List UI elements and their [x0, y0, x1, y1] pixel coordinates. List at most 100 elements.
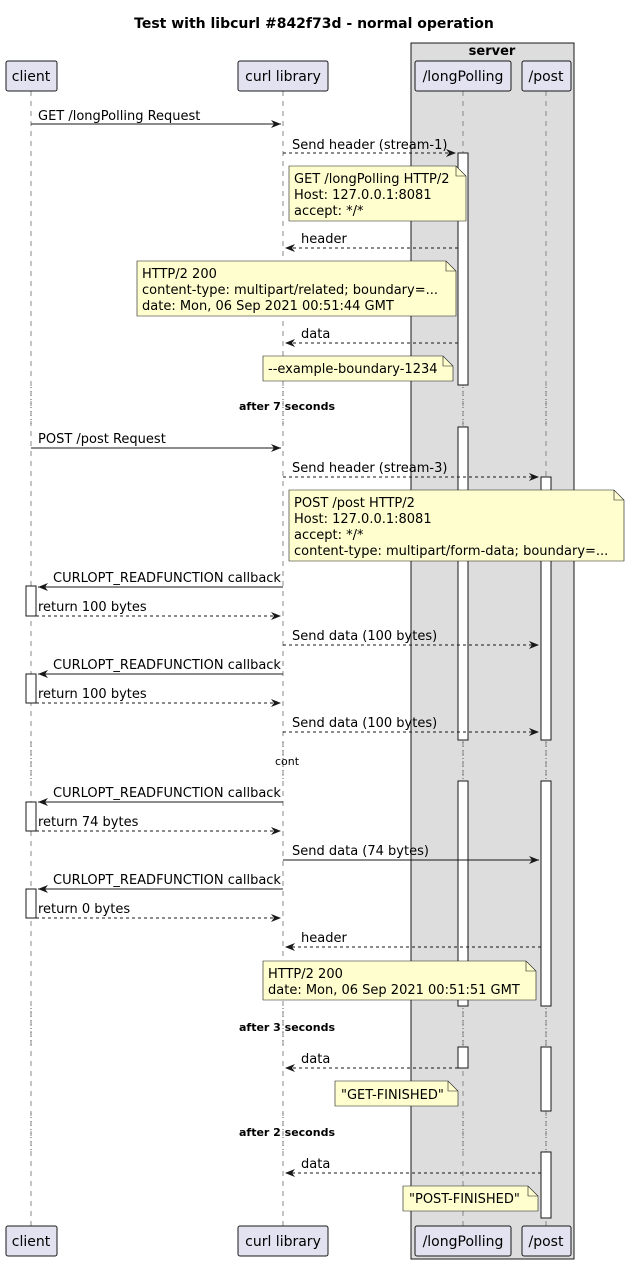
svg-text:POST /post Request: POST /post Request [38, 432, 166, 447]
server-box-title: server [469, 44, 516, 59]
delay-label-after-2-seconds: after 2 seconds [239, 1126, 335, 1139]
delay-2: cont [30, 742, 547, 780]
svg-text:CURLOPT_READFUNCTION callback: CURLOPT_READFUNCTION callback [53, 571, 281, 586]
message-send-data-74-bytes: Send data (74 bytes) [283, 844, 539, 864]
message-readfunction-callback-3: CURLOPT_READFUNCTION callback [38, 786, 283, 806]
svg-text:"POST-FINISHED": "POST-FINISHED" [409, 1192, 520, 1207]
note-post-request: POST /post HTTP/2 Host: 127.0.0.1:8081 a… [288, 489, 625, 562]
message-data-response-1: data [285, 327, 458, 347]
activation-longpolling-1 [457, 152, 469, 386]
activation-longpolling-3 [457, 780, 469, 1007]
svg-text:client: client [12, 69, 51, 85]
message-readfunction-callback-2: CURLOPT_READFUNCTION callback [38, 658, 283, 678]
svg-text:date: Mon, 06 Sep 2021 00:51:5: date: Mon, 06 Sep 2021 00:51:51 GMT [268, 983, 520, 998]
message-send-data-100-bytes-2: Send data (100 bytes) [283, 716, 539, 736]
delay-label-cont: cont [275, 755, 300, 768]
activation-longpolling-2 [457, 426, 469, 741]
svg-text:accept: */*: accept: */* [294, 528, 364, 543]
activation-post-3 [540, 1046, 552, 1112]
delay-label-after-7-seconds: after 7 seconds [239, 400, 335, 413]
message-return-74-bytes: return 74 bytes [36, 815, 281, 835]
activation-post-4 [540, 1151, 552, 1219]
svg-text:header: header [301, 931, 347, 946]
svg-text:GET /longPolling Request: GET /longPolling Request [38, 109, 200, 124]
message-get-longpolling-request: GET /longPolling Request [31, 109, 281, 128]
svg-text:Send data (74 bytes): Send data (74 bytes) [292, 844, 429, 859]
message-data-response-post: data [285, 1157, 541, 1177]
message-send-header-stream-1: Send header (stream-1) [283, 138, 456, 157]
note-get-finished: "GET-FINISHED" [334, 1080, 459, 1107]
svg-text:Send data (100 bytes): Send data (100 bytes) [292, 629, 437, 644]
svg-text:accept: */*: accept: */* [294, 204, 364, 219]
svg-text:CURLOPT_READFUNCTION callback: CURLOPT_READFUNCTION callback [53, 873, 281, 888]
participant-longpolling-top: /longPolling [414, 60, 512, 92]
activation-client-3 [25, 801, 37, 832]
svg-text:Host: 127.0.0.1:8081: Host: 127.0.0.1:8081 [294, 188, 432, 203]
participant-curl-top: curl library [237, 60, 329, 92]
activation-post-1 [540, 476, 552, 741]
svg-text:data: data [301, 327, 330, 342]
svg-text:client: client [12, 1234, 51, 1250]
svg-text:"GET-FINISHED": "GET-FINISHED" [341, 1088, 444, 1103]
message-header-response-post: header [285, 931, 541, 951]
delay-3: after 3 seconds [30, 1008, 547, 1046]
svg-text:HTTP/2 200: HTTP/2 200 [268, 967, 343, 982]
participant-curl-bottom: curl library [237, 1225, 329, 1257]
svg-text:return 100 bytes: return 100 bytes [38, 600, 147, 615]
svg-text:curl library: curl library [245, 69, 321, 85]
participant-post-bottom: /post [521, 1225, 572, 1257]
note-http-200-multipart: HTTP/2 200 content-type: multipart/relat… [136, 260, 457, 317]
delay-label-after-3-seconds: after 3 seconds [239, 1021, 335, 1034]
svg-text:Send data (100 bytes): Send data (100 bytes) [292, 716, 437, 731]
message-header-response-1: header [285, 232, 458, 252]
svg-text:GET /longPolling HTTP/2: GET /longPolling HTTP/2 [294, 172, 450, 187]
svg-text:header: header [301, 232, 347, 247]
svg-text:data: data [301, 1052, 330, 1067]
svg-text:CURLOPT_READFUNCTION callback: CURLOPT_READFUNCTION callback [53, 786, 281, 801]
message-post-request: POST /post Request [31, 432, 281, 452]
message-return-100-bytes-1: return 100 bytes [36, 600, 281, 620]
participant-client-bottom: client [5, 1225, 58, 1257]
message-send-header-stream-3: Send header (stream-3) [283, 461, 539, 481]
message-return-0-bytes: return 0 bytes [36, 902, 281, 922]
svg-text:CURLOPT_READFUNCTION callback: CURLOPT_READFUNCTION callback [53, 658, 281, 673]
diagram-title: Test with libcurl #842f73d - normal oper… [134, 16, 494, 32]
svg-text:Send header (stream-1): Send header (stream-1) [292, 138, 447, 153]
svg-text:/longPolling: /longPolling [423, 1234, 504, 1250]
svg-text:content-type: multipart/form-d: content-type: multipart/form-data; bound… [294, 544, 608, 559]
delay-1: after 7 seconds [30, 387, 547, 425]
activation-client-2 [25, 673, 37, 704]
activation-post-2 [540, 780, 552, 1007]
note-http-200-post: HTTP/2 200 date: Mon, 06 Sep 2021 00:51:… [262, 960, 537, 1001]
svg-text:/post: /post [529, 1234, 564, 1250]
activation-client-4 [25, 888, 37, 919]
svg-text:curl library: curl library [245, 1234, 321, 1250]
activation-client-1 [25, 585, 37, 617]
svg-text:--example-boundary-1234: --example-boundary-1234 [268, 362, 438, 377]
message-data-response-longpolling: data [285, 1052, 458, 1072]
note-post-finished: "POST-FINISHED" [402, 1185, 539, 1212]
svg-text:/longPolling: /longPolling [423, 69, 504, 85]
svg-text:date: Mon, 06 Sep 2021 00:51:4: date: Mon, 06 Sep 2021 00:51:44 GMT [142, 299, 394, 314]
message-readfunction-callback-4: CURLOPT_READFUNCTION callback [38, 873, 283, 893]
delay-4: after 2 seconds [30, 1113, 547, 1151]
svg-text:return 0 bytes: return 0 bytes [38, 902, 130, 917]
svg-text:HTTP/2 200: HTTP/2 200 [142, 267, 217, 282]
message-return-100-bytes-2: return 100 bytes [36, 687, 281, 707]
note-example-boundary: --example-boundary-1234 [262, 355, 454, 382]
svg-text:return 100 bytes: return 100 bytes [38, 687, 147, 702]
participant-longpolling-bottom: /longPolling [414, 1225, 512, 1257]
activation-longpolling-4 [457, 1046, 469, 1069]
svg-text:return 74 bytes: return 74 bytes [38, 815, 139, 830]
message-send-data-100-bytes-1: Send data (100 bytes) [283, 629, 539, 649]
svg-text:Send header (stream-3): Send header (stream-3) [292, 461, 447, 476]
svg-text:/post: /post [529, 69, 564, 85]
participant-client-top: client [5, 60, 58, 92]
participant-post-top: /post [521, 60, 572, 92]
svg-text:POST /post HTTP/2: POST /post HTTP/2 [294, 496, 415, 511]
message-readfunction-callback-1: CURLOPT_READFUNCTION callback [38, 571, 283, 591]
svg-text:data: data [301, 1157, 330, 1172]
svg-text:content-type: multipart/relate: content-type: multipart/related; boundar… [142, 283, 438, 298]
note-get-longpolling-request: GET /longPolling HTTP/2 Host: 127.0.0.1:… [288, 165, 467, 222]
